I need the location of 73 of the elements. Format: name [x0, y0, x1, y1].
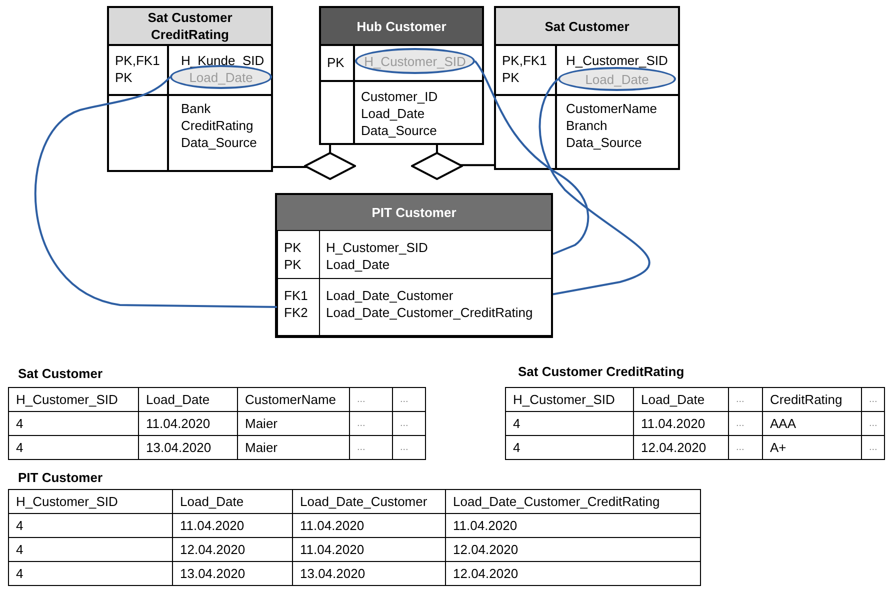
- table-cell: ...: [862, 436, 885, 460]
- table-cell: 4: [8, 562, 172, 586]
- header-cell: ...: [862, 388, 885, 412]
- entity-header: Sat Customer CreditRating: [109, 8, 271, 44]
- attribute-list: Customer_ID Load_Date Data_Source: [361, 88, 471, 139]
- table-cell: ...: [392, 412, 426, 436]
- header-cell: ...: [350, 388, 392, 412]
- table-cell: 11.04.2020: [172, 514, 292, 538]
- table-caption: Sat Customer: [18, 366, 103, 381]
- table-cell: 12.04.2020: [446, 538, 700, 562]
- connector-curve: [538, 78, 650, 296]
- table-cell: 4: [506, 436, 634, 460]
- table-cell: 12.04.2020: [634, 436, 728, 460]
- table-cell: Maier: [238, 412, 350, 436]
- field-group: PK PK: [277, 230, 320, 279]
- header-cell: Load_Date: [634, 388, 728, 412]
- header-cell: CreditRating: [762, 388, 862, 412]
- key-labels: PK,FK1 PK: [502, 52, 548, 86]
- table-cell: 12.04.2020: [446, 562, 700, 586]
- attribute-list: Bank CreditRating Data_Source: [181, 100, 273, 151]
- table-cell: 4: [506, 412, 634, 436]
- entity-header: Sat Customer: [496, 8, 678, 44]
- table-cell: A+: [762, 436, 862, 460]
- table-cell: 11.04.2020: [292, 538, 446, 562]
- highlight-ellipse: Load_Date: [558, 67, 676, 91]
- table-cell: Maier: [238, 436, 350, 460]
- table-cell: 13.04.2020: [292, 562, 446, 586]
- table-cell: 4: [8, 538, 172, 562]
- table-cell: 11.04.2020: [138, 412, 238, 436]
- header-cell: Load_Date: [172, 490, 292, 514]
- header-cell: H_Customer_SID: [8, 388, 138, 412]
- key-labels: PK: [327, 54, 346, 71]
- header-cell: CustomerName: [238, 388, 350, 412]
- header-cell: H_Customer_SID: [8, 490, 172, 514]
- table-cell: ...: [728, 412, 762, 436]
- header-cell: H_Customer_SID: [506, 388, 634, 412]
- entity-header: Hub Customer: [321, 8, 482, 44]
- table-cell: 12.04.2020: [172, 538, 292, 562]
- field-group: FK1 FK2: [277, 278, 320, 336]
- relationship-line: [410, 145, 494, 180]
- connector-curve: [474, 60, 590, 255]
- header-cell: ...: [392, 388, 426, 412]
- table-cell: 13.04.2020: [138, 436, 238, 460]
- attribute-list: H_Customer_SID: [566, 52, 678, 69]
- table-cell: 11.04.2020: [634, 412, 728, 436]
- entity-table: [319, 6, 484, 145]
- table-cell: ...: [350, 412, 392, 436]
- table-cell: ...: [350, 436, 392, 460]
- key-labels: PK,FK1 PK: [115, 52, 161, 86]
- table-caption: PIT Customer: [18, 470, 103, 485]
- highlight-ellipse: H_Customer_SID: [355, 48, 475, 74]
- table-cell: ...: [862, 412, 885, 436]
- table-cell: ...: [728, 436, 762, 460]
- table-caption: Sat Customer CreditRating: [518, 364, 684, 379]
- table-cell: 4: [8, 514, 172, 538]
- table-cell: 4: [8, 436, 138, 460]
- entity-header: PIT Customer: [277, 195, 551, 230]
- entity-table: [494, 6, 680, 170]
- table-cell: 11.04.2020: [446, 514, 700, 538]
- entity-table: [107, 6, 273, 172]
- attribute-list: CustomerName Branch Data_Source: [566, 100, 676, 151]
- connector-curve: [34, 76, 278, 308]
- table-cell: ...: [392, 436, 426, 460]
- header-cell: Load_Date: [138, 388, 238, 412]
- table-cell: 13.04.2020: [172, 562, 292, 586]
- header-cell: ...: [728, 388, 762, 412]
- header-cell: Load_Date_Customer_CreditRating: [446, 490, 700, 514]
- header-cell: Load_Date_Customer: [292, 490, 446, 514]
- relationship-line: [273, 145, 356, 180]
- pit-table: [275, 193, 553, 338]
- table-cell: AAA: [762, 412, 862, 436]
- table-cell: 11.04.2020: [292, 514, 446, 538]
- table-cell: 4: [8, 412, 138, 436]
